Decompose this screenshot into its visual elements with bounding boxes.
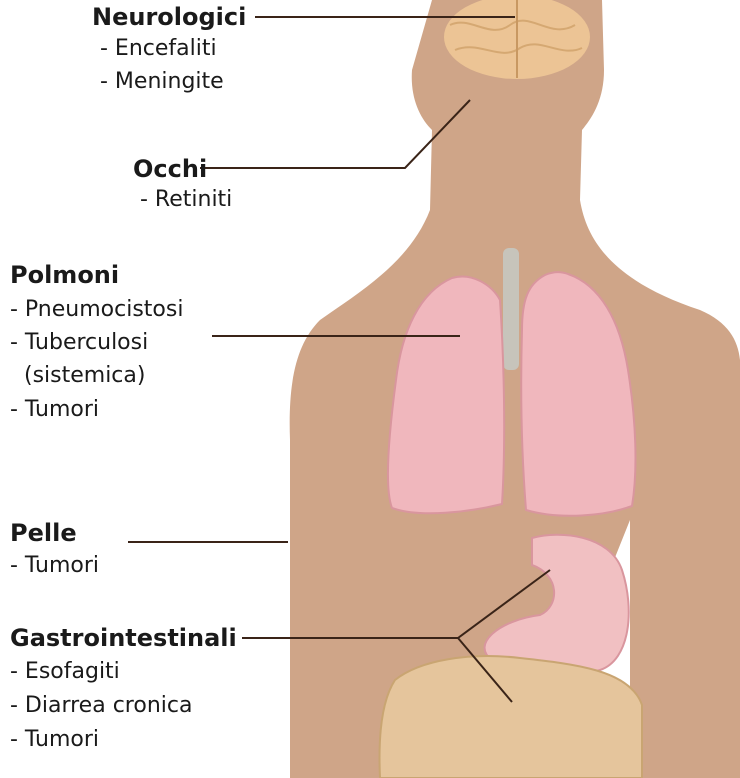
eyes-title: Occhi bbox=[133, 155, 207, 183]
trachea bbox=[503, 248, 519, 370]
gastro-item: - Esofagiti bbox=[10, 655, 120, 688]
lungs-item: - Pneumocistosi bbox=[10, 293, 183, 326]
lungs-title: Polmoni bbox=[10, 261, 119, 289]
skin-item: - Tumori bbox=[10, 549, 99, 582]
neuro-title: Neurologici bbox=[92, 3, 246, 31]
neuro-item: - Meningite bbox=[100, 65, 224, 98]
gastro-title: Gastrointestinali bbox=[10, 624, 237, 652]
intestine bbox=[380, 656, 642, 778]
skin-title: Pelle bbox=[10, 519, 77, 547]
eyes-item: - Retiniti bbox=[140, 183, 232, 216]
lungs-item: - Tumori bbox=[10, 393, 99, 426]
gastro-item: - Tumori bbox=[10, 723, 99, 756]
neuro-item: - Encefaliti bbox=[100, 32, 217, 65]
lungs-item: - Tuberculosi bbox=[10, 326, 148, 359]
gastro-item: - Diarrea cronica bbox=[10, 689, 192, 722]
lungs-item: (sistemica) bbox=[10, 359, 145, 392]
